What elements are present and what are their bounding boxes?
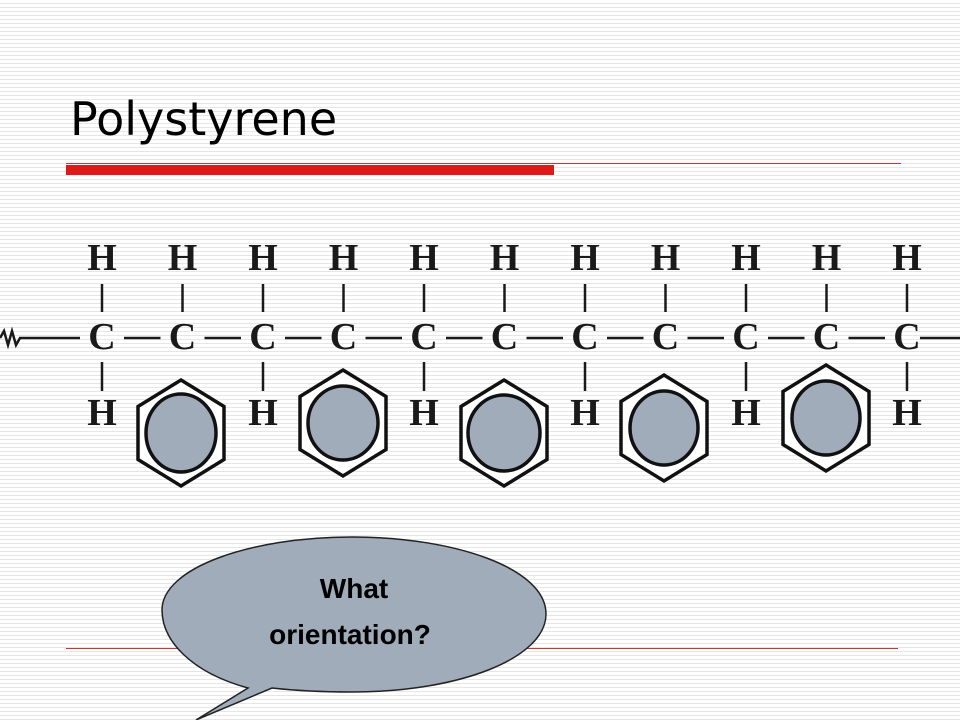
carbon-2: C xyxy=(249,316,276,358)
carbon-10: C xyxy=(893,316,920,358)
carbon-4: C xyxy=(410,316,437,358)
hydrogen-top-3: H xyxy=(329,237,359,279)
hydrogen-bottom-0: H xyxy=(87,392,117,434)
carbon-7: C xyxy=(652,316,679,358)
title-accent-bar xyxy=(66,165,554,175)
callout-bubble xyxy=(161,536,547,720)
hydrogen-top-9: H xyxy=(812,237,842,279)
carbon-5: C xyxy=(491,316,518,358)
wavy-bond-left xyxy=(0,326,80,350)
hydrogen-bottom-6: H xyxy=(570,392,600,434)
carbon-8: C xyxy=(732,316,759,358)
hydrogen-top-1: H xyxy=(168,237,198,279)
hydrogen-top-10: H xyxy=(892,237,922,279)
carbon-6: C xyxy=(571,316,598,358)
title-rule-thin xyxy=(66,163,901,164)
benzene-ring-core-1 xyxy=(306,384,380,462)
hydrogen-top-8: H xyxy=(731,237,761,279)
hydrogen-top-7: H xyxy=(651,237,681,279)
benzene-ring-core-4 xyxy=(790,379,862,457)
hydrogen-bottom-4: H xyxy=(409,392,439,434)
benzene-ring-core-2 xyxy=(466,393,542,473)
callout-line-1: What xyxy=(320,573,388,604)
hydrogen-top-4: H xyxy=(409,237,439,279)
hydrogen-top-2: H xyxy=(248,237,278,279)
hydrogen-top-6: H xyxy=(570,237,600,279)
slide-title: Polystyrene xyxy=(70,92,338,146)
speech-callout: What orientation? xyxy=(161,536,547,720)
carbon-1: C xyxy=(169,316,196,358)
benzene-ring-core-0 xyxy=(144,392,218,474)
hydrogen-top-5: H xyxy=(490,237,520,279)
hydrogen-top-0: H xyxy=(87,237,117,279)
carbon-9: C xyxy=(813,316,840,358)
carbon-3: C xyxy=(330,316,357,358)
hydrogen-bottom-10: H xyxy=(892,392,922,434)
hydrogen-bottom-2: H xyxy=(248,392,278,434)
benzene-ring-core-3 xyxy=(628,389,700,467)
hydrogen-bottom-8: H xyxy=(731,392,761,434)
callout-line-2: orientation? xyxy=(269,619,431,650)
carbon-0: C xyxy=(88,316,115,358)
phenyl-rings xyxy=(136,362,871,489)
